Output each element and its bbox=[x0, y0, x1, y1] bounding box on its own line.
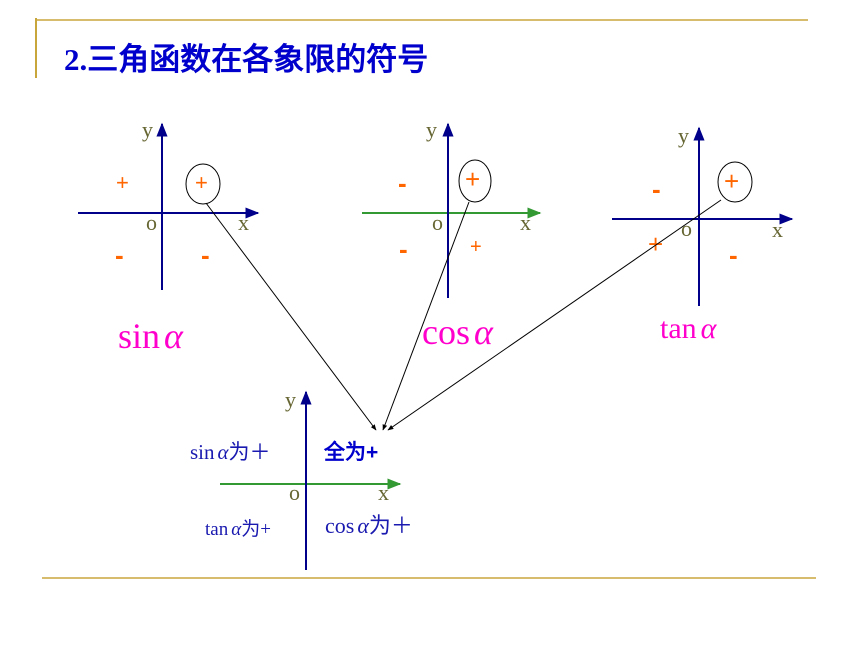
tan-to-summary-arrow bbox=[387, 199, 722, 431]
sin-to-summary-arrow bbox=[205, 202, 377, 431]
cos-q4-sign: + bbox=[470, 236, 482, 258]
tan-q3-sign: + bbox=[648, 229, 663, 259]
tan-x-label: x bbox=[772, 217, 783, 242]
summary-q1-text: 全为+ bbox=[323, 440, 378, 464]
summary-q3-fn: tan bbox=[205, 519, 229, 540]
tan-label-fn: tan bbox=[660, 312, 697, 345]
cos-q2-sign: - bbox=[398, 168, 407, 198]
tan-label-var: α bbox=[701, 312, 718, 345]
summary-q4-fn: cos bbox=[325, 513, 354, 538]
sin-label-fn: sin bbox=[118, 316, 160, 356]
cos-label-fn: cos bbox=[422, 312, 470, 352]
cos-q1-sign: + bbox=[465, 164, 480, 194]
cos-q1-highlight-circle bbox=[458, 159, 492, 203]
summary-q3-suffix: 为+ bbox=[241, 518, 271, 540]
summary-q4-var: α bbox=[357, 513, 369, 538]
sin-q1-sign: + bbox=[195, 170, 208, 195]
summary-y-label: y bbox=[285, 387, 296, 412]
tan-q2-sign: - bbox=[652, 174, 661, 204]
tan-y-label: y bbox=[678, 123, 689, 148]
sin-label-var: α bbox=[164, 316, 184, 356]
tan-q1-highlight-circle bbox=[717, 161, 753, 203]
summary-q2-fn: sin bbox=[190, 440, 215, 464]
cos-to-summary-arrow bbox=[382, 201, 470, 431]
sin-q4-sign: - bbox=[201, 240, 210, 270]
tan-origin-label: o bbox=[681, 216, 692, 241]
slide-title: 2.三角函数在各象限的符号 bbox=[64, 42, 428, 77]
summary-q3-var: α bbox=[231, 519, 242, 540]
cos-y-label: y bbox=[426, 117, 437, 142]
cos-origin-label: o bbox=[432, 210, 443, 235]
sin-q1-highlight-circle bbox=[185, 163, 221, 205]
summary-q2-suffix: 为＋ bbox=[229, 440, 271, 464]
sin-y-label: y bbox=[142, 117, 153, 142]
summary-origin-label: o bbox=[289, 480, 300, 505]
sin-x-label: x bbox=[238, 210, 249, 235]
sin-q2-sign: + bbox=[116, 170, 129, 195]
sin-origin-label: o bbox=[146, 210, 157, 235]
summary-q4-suffix: 为＋ bbox=[369, 513, 413, 538]
cos-x-label: x bbox=[520, 210, 531, 235]
cos-label-var: α bbox=[474, 312, 494, 352]
summary-q2-var: α bbox=[218, 440, 230, 464]
tan-q1-sign: + bbox=[724, 166, 739, 196]
cos-q3-sign: - bbox=[399, 234, 408, 264]
summary-x-label: x bbox=[378, 480, 389, 505]
sin-q3-sign: - bbox=[115, 240, 124, 270]
tan-q4-sign: - bbox=[729, 240, 738, 270]
